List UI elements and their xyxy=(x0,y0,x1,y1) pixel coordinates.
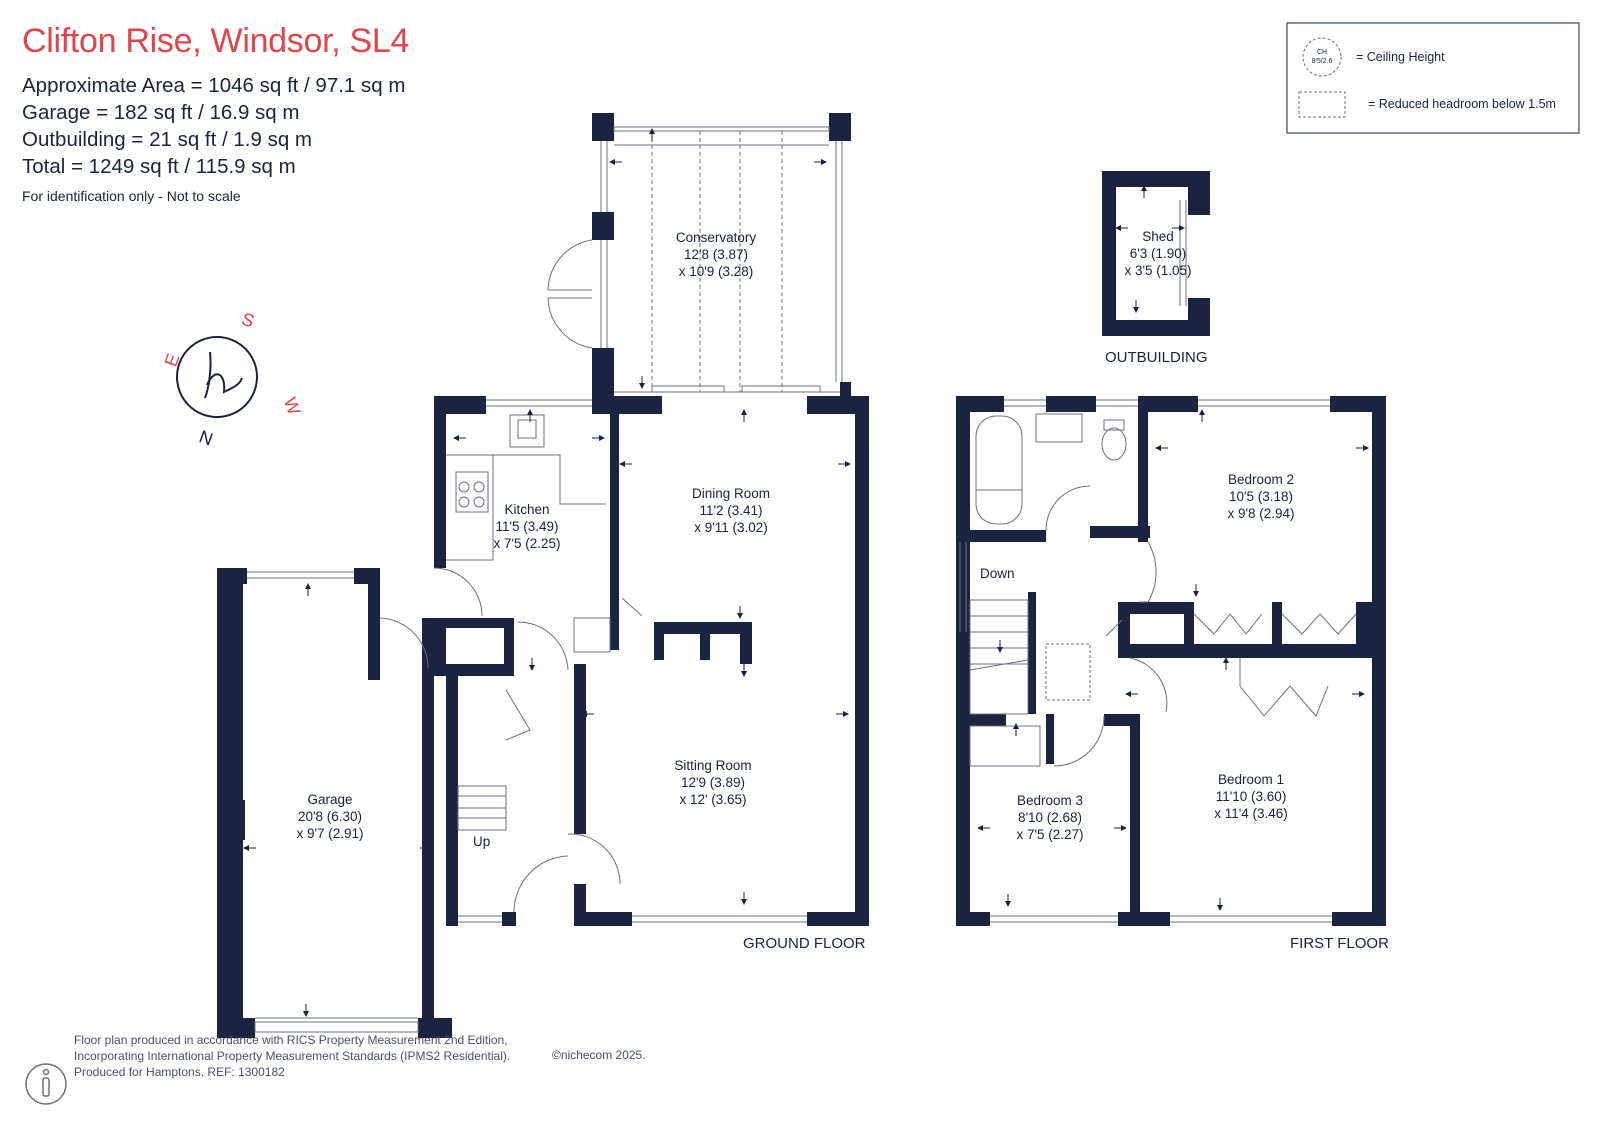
kitchen-label: Kitchen xyxy=(504,502,549,517)
conservatory-label: Conservatory xyxy=(676,230,757,245)
ceiling-height-legend: = Ceiling Height xyxy=(1356,50,1445,64)
bedroom3-label: Bedroom 3 xyxy=(1017,793,1083,808)
compass-logo: S E W N xyxy=(161,309,305,450)
room-labels: Conservatory 12'8 (3.87) x 10'9 (3.28) D… xyxy=(296,229,1389,952)
sitting-room-label: Sitting Room xyxy=(674,758,751,773)
ceiling-height-icon xyxy=(1302,37,1342,77)
bedroom2-dim1: 10'5 (3.18) xyxy=(1229,489,1293,504)
stairs-down-label: Down xyxy=(980,566,1015,581)
stairs-up-label: Up xyxy=(473,834,490,849)
shed-dim2: x 3'5 (1.05) xyxy=(1124,263,1191,278)
ground-floor-label: GROUND FLOOR xyxy=(743,935,866,952)
shed-details xyxy=(1179,200,1187,306)
ground-floor xyxy=(217,113,869,1038)
first-floor-label: FIRST FLOOR xyxy=(1290,935,1389,952)
footer-notes: Floor plan produced in accordance with R… xyxy=(74,1032,510,1080)
outbuilding-area: Outbuilding = 21 sq ft / 1.9 sq m xyxy=(22,128,313,151)
ceiling-symbol: CH xyxy=(1317,49,1327,56)
bedroom3-dim1: 8'10 (2.68) xyxy=(1018,810,1082,825)
dining-room-dim1: 11'2 (3.41) xyxy=(699,503,762,518)
kitchen-dim1: 11'5 (3.49) xyxy=(495,519,558,534)
compass-s: S xyxy=(239,309,257,332)
bedroom2-label: Bedroom 2 xyxy=(1228,472,1294,487)
garage-label: Garage xyxy=(307,792,352,807)
outbuilding-walls xyxy=(1102,171,1210,336)
bedroom2-dim2: x 9'8 (2.94) xyxy=(1227,506,1294,521)
approximate-area: Approximate Area = 1046 sq ft / 97.1 sq … xyxy=(22,74,406,97)
legend-box: CH 8'5/2.6 = Ceiling Height = Reduced he… xyxy=(1286,22,1580,134)
conservatory-dim2: x 10'9 (3.28) xyxy=(679,264,754,279)
bedroom1-label: Bedroom 1 xyxy=(1218,772,1284,787)
bedroom1-dim2: x 11'4 (3.46) xyxy=(1214,806,1288,821)
garage-area: Garage = 182 sq ft / 16.9 sq m xyxy=(22,101,300,124)
rics-info-icon xyxy=(25,1063,67,1105)
ground-measure-arrows xyxy=(243,128,851,1017)
compass-w: W xyxy=(280,395,305,418)
total-area: Total = 1249 sq ft / 115.9 sq m xyxy=(22,155,296,178)
copyright: ©nichecom 2025. xyxy=(552,1048,646,1062)
conservatory-glazing xyxy=(547,126,843,393)
conservatory-dim1: 12'8 (3.87) xyxy=(684,247,748,262)
dining-room-dim2: x 9'11 (3.02) xyxy=(694,520,768,535)
sitting-room-dim1: 12'9 (3.89) xyxy=(681,775,745,790)
sitting-room-dim2: x 12' (3.65) xyxy=(679,792,746,807)
footer-line-2: Incorporating International Property Mea… xyxy=(74,1049,511,1063)
compass-e: E xyxy=(161,351,184,369)
reduced-headroom-legend: = Reduced headroom below 1.5m xyxy=(1368,97,1556,111)
compass-n: N xyxy=(196,426,215,449)
footer-line-3: Produced for Hamptons. REF: 1300182 xyxy=(74,1065,285,1079)
scale-disclaimer: For identification only - Not to scale xyxy=(22,188,241,204)
kitchen-dim2: x 7'5 (2.25) xyxy=(493,536,560,551)
outbuilding-label: OUTBUILDING xyxy=(1105,349,1208,366)
first-measure-arrows xyxy=(977,409,1369,911)
garage-dim1: 20'8 (6.30) xyxy=(298,809,362,824)
dining-room-label: Dining Room xyxy=(692,486,770,501)
garage-dim2: x 9'7 (2.91) xyxy=(296,826,363,841)
bedroom1-dim1: 11'10 (3.60) xyxy=(1216,789,1287,804)
ground-floor-details xyxy=(247,399,807,1033)
reduced-headroom-icon xyxy=(1298,91,1346,118)
ceiling-symbol-value: 8'5/2.6 xyxy=(1312,58,1333,65)
first-floor xyxy=(956,396,1386,926)
shed-label: Shed xyxy=(1142,229,1174,244)
bedroom3-dim2: x 7'5 (2.27) xyxy=(1016,827,1083,842)
logo-mark xyxy=(204,351,243,399)
property-title: Clifton Rise, Windsor, SL4 xyxy=(22,22,410,60)
shed-dim1: 6'3 (1.90) xyxy=(1130,246,1187,261)
shed-arrows xyxy=(1115,185,1185,313)
first-floor-details xyxy=(959,399,1357,923)
footer-line-1: Floor plan produced in accordance with R… xyxy=(74,1033,508,1047)
